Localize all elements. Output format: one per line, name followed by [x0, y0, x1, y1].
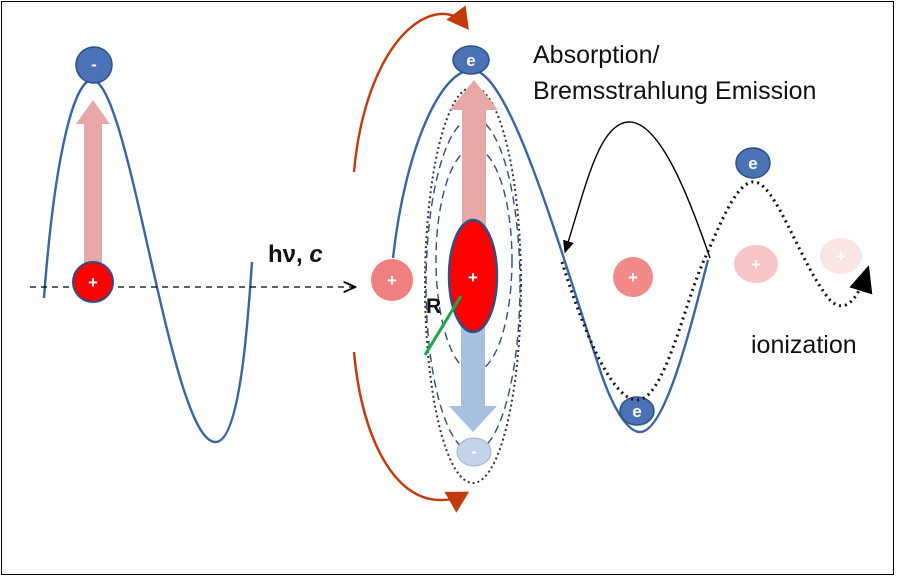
- svg-text:-: -: [471, 442, 477, 461]
- radius-label: R: [426, 295, 442, 318]
- free-electron: e: [735, 147, 771, 179]
- emission-arc: [563, 121, 711, 259]
- photon-symbol: hν,: [268, 241, 310, 268]
- left-dipole-arrow: [76, 100, 110, 272]
- central-proton: +: [447, 218, 499, 334]
- faint-electron-bottom: -: [456, 437, 492, 467]
- left-wave: [42, 78, 254, 444]
- svg-text:+: +: [751, 255, 761, 274]
- middle-wave: [391, 68, 710, 434]
- speed-symbol: c: [309, 241, 323, 268]
- ionization-label: ionization: [751, 331, 857, 359]
- minus-sign: -: [91, 55, 97, 74]
- incoming-proton: +: [371, 259, 413, 301]
- trough-electron: e: [619, 396, 655, 426]
- svg-text:e: e: [632, 402, 641, 421]
- top-electron: e: [452, 45, 490, 75]
- left-electron-minus: -: [75, 46, 113, 84]
- fading-proton-3: +: [820, 238, 862, 274]
- photon-label: hν, c: [268, 240, 323, 270]
- field-arrow-bottom: [352, 351, 470, 513]
- dotted-electron-path: [560, 180, 873, 402]
- bremsstrahlung-label: Bremsstrahlung Emission: [533, 77, 817, 105]
- svg-text:e: e: [466, 51, 475, 70]
- svg-text:+: +: [387, 271, 397, 290]
- svg-text:e: e: [748, 154, 757, 173]
- radius-line: [423, 295, 463, 356]
- svg-text:+: +: [468, 268, 478, 287]
- field-arrow-top: [352, 5, 469, 173]
- middle-field-ellipse: [425, 117, 521, 453]
- fading-proton-1: +: [613, 257, 653, 297]
- absorption-label: Absorption/: [533, 41, 660, 69]
- left-proton-plus: +: [72, 261, 114, 303]
- middle-dipole-arrow-down: [449, 318, 497, 432]
- plus-sign: +: [88, 273, 98, 292]
- outer-field-ellipse: [424, 86, 522, 484]
- fading-proton-2: +: [734, 245, 778, 283]
- svg-text:+: +: [628, 268, 638, 287]
- svg-text:+: +: [836, 247, 846, 266]
